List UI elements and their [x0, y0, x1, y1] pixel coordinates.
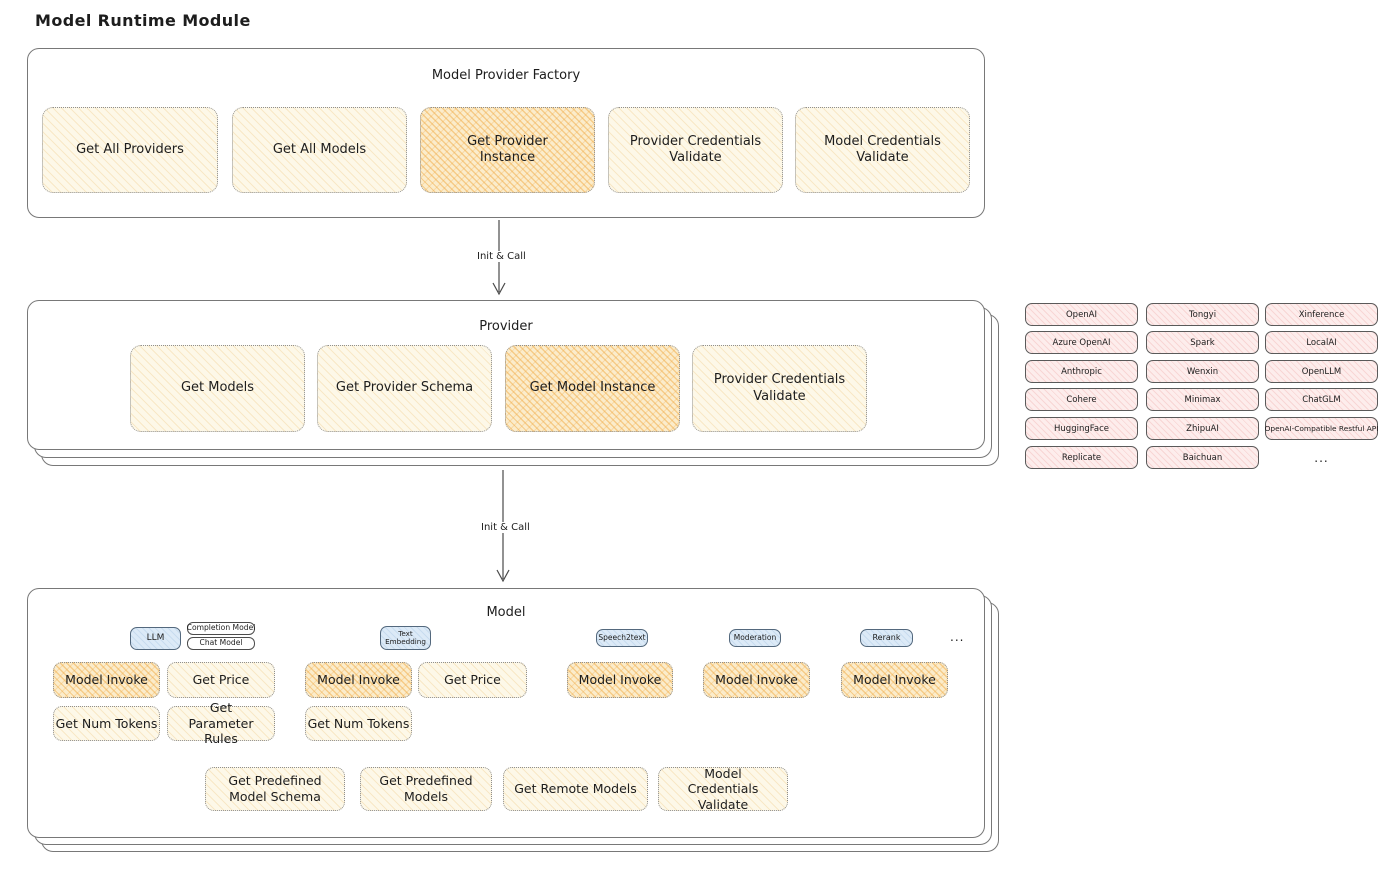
speech2text-method-model-invoke: Model Invoke [567, 662, 673, 698]
provider-method-provider-credentials-validate: Provider Credentials Validate [692, 345, 867, 432]
provider-chip-replicate: Replicate [1025, 446, 1138, 469]
model-title: Model [486, 605, 526, 620]
provider-chip-spark: Spark [1146, 331, 1259, 354]
factory-method-get-all-providers: Get All Providers [42, 107, 218, 193]
page-title: Model Runtime Module [35, 11, 251, 30]
provider-chip-openllm: OpenLLM [1265, 360, 1378, 383]
provider-chip-localai: LocalAI [1265, 331, 1378, 354]
tag-moderation: Moderation [729, 629, 781, 647]
llm-method-get-price: Get Price [167, 662, 275, 698]
tag-completion-model: Completion Model [187, 622, 255, 635]
provider-chip-cohere: Cohere [1025, 388, 1138, 411]
llm-method-model-invoke: Model Invoke [53, 662, 160, 698]
tag-llm: LLM [130, 627, 181, 650]
factory-method-model-credentials-validate: Model Credentials Validate [795, 107, 970, 193]
tag-speech2text: Speech2text [596, 629, 648, 647]
provider-chip-azure-openai: Azure OpenAI [1025, 331, 1138, 354]
tags-ellipsis: ... [950, 630, 965, 644]
model-method-get-remote-models: Get Remote Models [503, 767, 648, 811]
provider-chip-baichuan: Baichuan [1146, 446, 1259, 469]
provider-chip-openai-compatible-restful-api: OpenAI-Compatible Restful API [1265, 417, 1378, 440]
tag-text-embedding: Text Embedding [380, 626, 431, 650]
model-method-get-predefined-model-schema: Get Predefined Model Schema [205, 767, 345, 811]
text-embedding-method-model-invoke: Model Invoke [305, 662, 412, 698]
tag-rerank: Rerank [860, 629, 913, 647]
init-call-label-1: Init & Call [474, 251, 529, 262]
provider-chip-tongyi: Tongyi [1146, 303, 1259, 326]
provider-title: Provider [479, 319, 533, 334]
tag-chat-model: Chat Model [187, 637, 255, 650]
moderation-method-model-invoke: Model Invoke [703, 662, 810, 698]
rerank-method-model-invoke: Model Invoke [841, 662, 948, 698]
llm-method-get-num-tokens: Get Num Tokens [53, 706, 160, 741]
text-embedding-method-get-num-tokens: Get Num Tokens [305, 706, 412, 741]
provider-chip-huggingface: HuggingFace [1025, 417, 1138, 440]
factory-method-get-provider-instance: Get Provider Instance [420, 107, 595, 193]
provider-chip-anthropic: Anthropic [1025, 360, 1138, 383]
providers-ellipsis: ... [1314, 450, 1329, 465]
factory-method-get-all-models: Get All Models [232, 107, 407, 193]
provider-method-get-provider-schema: Get Provider Schema [317, 345, 492, 432]
provider-chip-minimax: Minimax [1146, 388, 1259, 411]
model-method-model-credentials-validate: Model Credentials Validate [658, 766, 788, 812]
model-method-get-predefined-models: Get Predefined Models [360, 767, 492, 811]
provider-chip-xinference: Xinference [1265, 303, 1378, 326]
text-embedding-method-get-price: Get Price [418, 662, 527, 698]
provider-chip-openai: OpenAI [1025, 303, 1138, 326]
provider-method-get-model-instance: Get Model Instance [505, 345, 680, 432]
provider-chip-zhipuai: ZhipuAI [1146, 417, 1259, 440]
llm-method-get-parameter-rules: Get Parameter Rules [167, 700, 275, 746]
factory-method-provider-credentials-validate: Provider Credentials Validate [608, 107, 783, 193]
model-provider-factory-title: Model Provider Factory [431, 68, 581, 83]
provider-method-get-models: Get Models [130, 345, 305, 432]
provider-chip-chatglm: ChatGLM [1265, 388, 1378, 411]
provider-chip-wenxin: Wenxin [1146, 360, 1259, 383]
init-call-label-2: Init & Call [478, 522, 533, 533]
